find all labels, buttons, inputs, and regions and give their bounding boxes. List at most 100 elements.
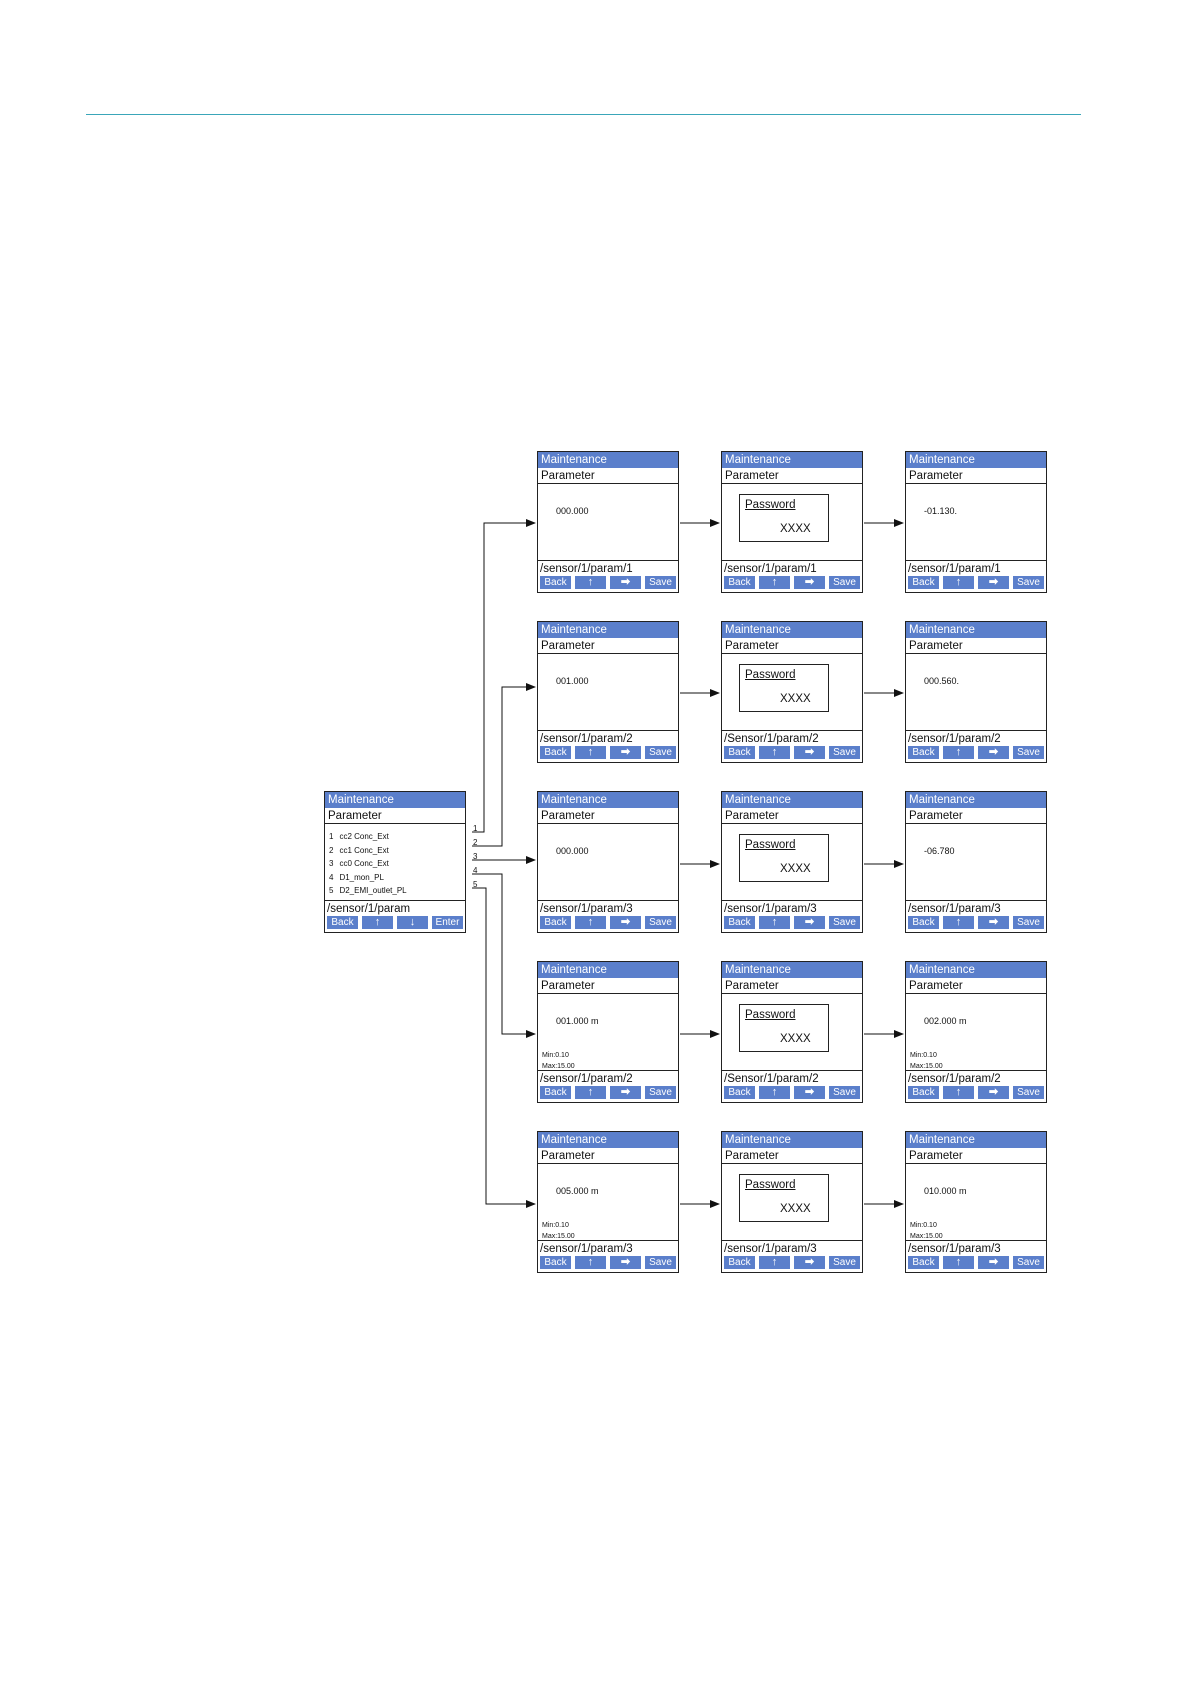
up-button[interactable]: ↑ [943, 576, 974, 589]
back-button[interactable]: Back [908, 576, 939, 589]
right-button[interactable]: ➡ [794, 1086, 825, 1099]
up-button[interactable]: ↑ [575, 1256, 606, 1269]
save-button[interactable]: Save [645, 1256, 676, 1269]
up-button[interactable]: ↑ [943, 916, 974, 929]
password-dialog[interactable]: Password XXXX [739, 1004, 829, 1052]
save-button[interactable]: Save [829, 746, 860, 759]
save-button[interactable]: Save [1013, 1256, 1044, 1269]
back-button[interactable]: Back [724, 1086, 755, 1099]
password-field[interactable]: XXXX [780, 1033, 811, 1045]
back-button[interactable]: Back [540, 1256, 571, 1269]
password-dialog[interactable]: Password XXXX [739, 494, 829, 542]
enter-button[interactable]: Enter [432, 916, 463, 929]
screen-title: Maintenance [722, 452, 862, 468]
value-field[interactable]: 005.000 m [556, 1186, 599, 1196]
branch-label-5: 5 [473, 880, 478, 889]
up-button[interactable]: ↑ [575, 916, 606, 929]
up-button[interactable]: ↑ [943, 1256, 974, 1269]
up-button[interactable]: ↑ [759, 746, 790, 759]
screen-title: Maintenance [325, 792, 465, 808]
back-button[interactable]: Back [908, 1256, 939, 1269]
right-button[interactable]: ➡ [794, 576, 825, 589]
back-button[interactable]: Back [327, 916, 358, 929]
screen-path: /sensor/1/param/3 [906, 1240, 1046, 1256]
save-button[interactable]: Save [829, 576, 860, 589]
right-button[interactable]: ➡ [978, 746, 1009, 759]
back-button[interactable]: Back [908, 916, 939, 929]
back-button[interactable]: Back [724, 746, 755, 759]
down-button[interactable]: ↓ [397, 916, 428, 929]
save-button[interactable]: Save [829, 1086, 860, 1099]
up-button[interactable]: ↑ [943, 746, 974, 759]
back-button[interactable]: Back [724, 576, 755, 589]
back-button[interactable]: Back [724, 1256, 755, 1269]
save-button[interactable]: Save [1013, 576, 1044, 589]
value-screen: Maintenance Parameter 000.000 /sensor/1/… [537, 791, 679, 933]
save-button[interactable]: Save [645, 746, 676, 759]
right-button[interactable]: ➡ [610, 1086, 641, 1099]
right-button[interactable]: ➡ [978, 576, 1009, 589]
password-field[interactable]: XXXX [780, 693, 811, 705]
save-button[interactable]: Save [1013, 916, 1044, 929]
save-button[interactable]: Save [1013, 1086, 1044, 1099]
password-dialog[interactable]: Password XXXX [739, 1174, 829, 1222]
value-field[interactable]: 000.000 [556, 846, 589, 856]
branch-line-5 [472, 887, 536, 1208]
up-button[interactable]: ↑ [759, 916, 790, 929]
right-button[interactable]: ➡ [610, 1256, 641, 1269]
save-button[interactable]: Save [645, 576, 676, 589]
save-button[interactable]: Save [829, 916, 860, 929]
password-field[interactable]: XXXX [780, 863, 811, 875]
right-button[interactable]: ➡ [610, 576, 641, 589]
password-dialog[interactable]: Password XXXX [739, 664, 829, 712]
screen-subtitle: Parameter [538, 468, 678, 484]
value-field[interactable]: -06.780 [924, 846, 955, 856]
back-button[interactable]: Back [540, 576, 571, 589]
save-button[interactable]: Save [1013, 746, 1044, 759]
back-button[interactable]: Back [908, 1086, 939, 1099]
right-button[interactable]: ➡ [794, 1256, 825, 1269]
password-dialog[interactable]: Password XXXX [739, 834, 829, 882]
up-button[interactable]: ↑ [575, 1086, 606, 1099]
up-button[interactable]: ↑ [759, 1086, 790, 1099]
right-button[interactable]: ➡ [978, 1256, 1009, 1269]
save-button[interactable]: Save [645, 1086, 676, 1099]
value-field[interactable]: 001.000 [556, 676, 589, 686]
value-field[interactable]: 002.000 m [924, 1016, 967, 1026]
right-button[interactable]: ➡ [978, 1086, 1009, 1099]
value-field[interactable]: 000.560. [924, 676, 960, 686]
up-button[interactable]: ↑ [943, 1086, 974, 1099]
right-button[interactable]: ➡ [978, 916, 1009, 929]
back-button[interactable]: Back [540, 746, 571, 759]
branch-line-2 [472, 683, 536, 847]
up-button[interactable]: ↑ [362, 916, 393, 929]
value-field[interactable]: 010.000 m [924, 1186, 967, 1196]
password-field[interactable]: XXXX [780, 1203, 811, 1215]
up-button[interactable]: ↑ [575, 746, 606, 759]
save-button[interactable]: Save [645, 916, 676, 929]
up-button[interactable]: ↑ [575, 576, 606, 589]
right-button[interactable]: ➡ [610, 746, 641, 759]
up-button[interactable]: ↑ [759, 576, 790, 589]
value-field[interactable]: 001.000 m [556, 1016, 599, 1026]
back-button[interactable]: Back [540, 916, 571, 929]
save-button[interactable]: Save [829, 1256, 860, 1269]
back-button[interactable]: Back [724, 916, 755, 929]
value-field[interactable]: -01.130. [924, 506, 958, 516]
right-button[interactable]: ➡ [794, 746, 825, 759]
screen-title: Maintenance [906, 792, 1046, 808]
softkey-bar: Back ↑ ➡ Save [724, 746, 860, 760]
value-field[interactable]: 000.000 [556, 506, 589, 516]
right-button[interactable]: ➡ [794, 916, 825, 929]
back-button[interactable]: Back [908, 746, 939, 759]
back-button[interactable]: Back [540, 1086, 571, 1099]
right-button[interactable]: ➡ [610, 916, 641, 929]
password-field[interactable]: XXXX [780, 523, 811, 535]
up-button[interactable]: ↑ [759, 1256, 790, 1269]
